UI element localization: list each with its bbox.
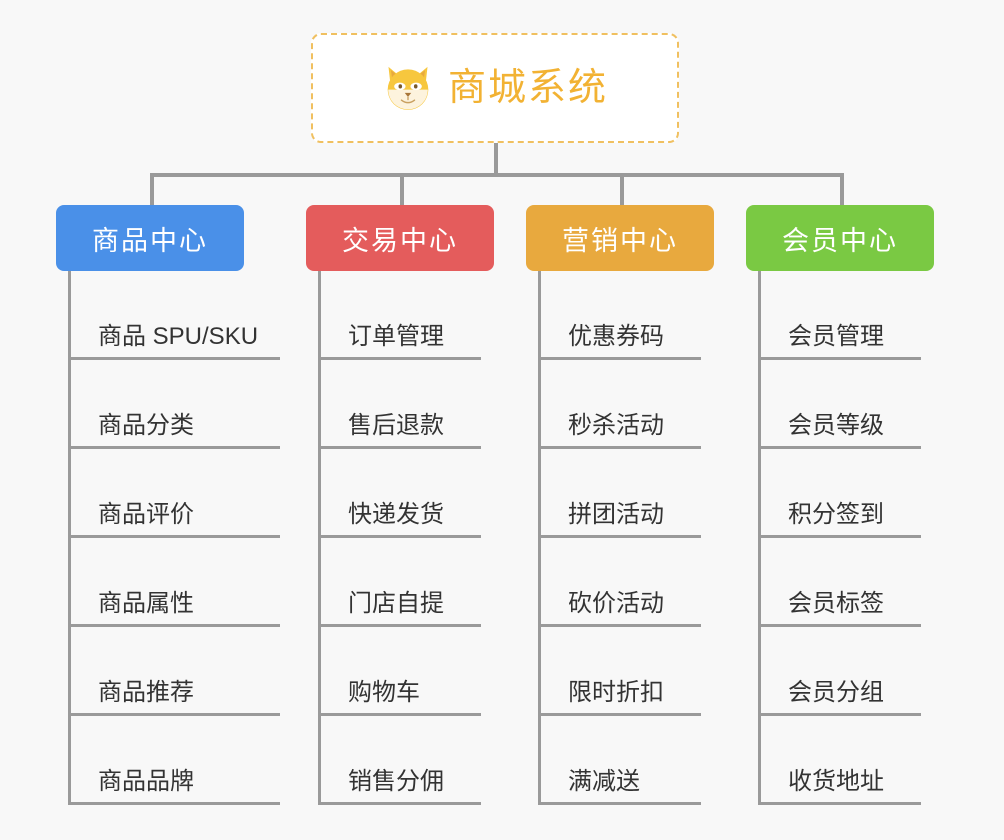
column-header[interactable]: 交易中心	[306, 205, 494, 271]
leaf-item-rule	[538, 446, 701, 449]
leaf-item[interactable]: 砍价活动	[526, 538, 714, 627]
leaf-item[interactable]: 积分签到	[746, 449, 934, 538]
leaf-item[interactable]: 满减送	[526, 716, 714, 805]
leaf-item-rule	[538, 357, 701, 360]
column-4: 会员中心会员管理会员等级积分签到会员标签会员分组收货地址	[746, 205, 934, 805]
leaf-item-label: 积分签到	[788, 500, 884, 528]
connector-drop-3	[620, 173, 624, 207]
leaf-item-rule	[68, 446, 280, 449]
leaf-item-label: 商品推荐	[98, 678, 194, 706]
leaf-item-rule	[68, 535, 280, 538]
leaf-item-rule	[318, 802, 481, 805]
column-1: 商品中心商品 SPU/SKU 商品分类商品评价商品属性商品推荐商品品牌	[56, 205, 280, 805]
leaf-item[interactable]: 售后退款	[306, 360, 494, 449]
leaf-item-label: 购物车	[348, 678, 420, 706]
leaf-list: 优惠券码秒杀活动拼团活动砍价活动限时折扣满减送	[526, 271, 714, 805]
leaf-item[interactable]: 会员分组	[746, 627, 934, 716]
leaf-item-rule	[538, 535, 701, 538]
leaf-item-label: 快递发货	[348, 500, 444, 528]
leaf-item-label: 商品评价	[98, 500, 194, 528]
leaf-item-label: 商品分类	[98, 411, 194, 439]
leaf-item[interactable]: 门店自提	[306, 538, 494, 627]
leaf-item-rule	[758, 535, 921, 538]
column-spine	[758, 271, 761, 805]
leaf-item[interactable]: 商品品牌	[56, 716, 280, 805]
shiba-dog-icon	[387, 66, 429, 110]
leaf-item-label: 商品属性	[98, 589, 194, 617]
leaf-item-rule	[538, 624, 701, 627]
connector-bus	[150, 173, 840, 177]
leaf-item[interactable]: 秒杀活动	[526, 360, 714, 449]
column-header[interactable]: 营销中心	[526, 205, 714, 271]
leaf-item[interactable]: 限时折扣	[526, 627, 714, 716]
column-header[interactable]: 商品中心	[56, 205, 244, 271]
leaf-item-label: 商品 SPU/SKU	[98, 322, 259, 350]
leaf-item[interactable]: 快递发货	[306, 449, 494, 538]
leaf-item-label: 会员标签	[788, 589, 884, 617]
leaf-item-rule	[68, 802, 280, 805]
leaf-item-rule	[68, 713, 280, 716]
leaf-item[interactable]: 销售分佣	[306, 716, 494, 805]
leaf-item-label: 拼团活动	[568, 500, 664, 528]
leaf-item-rule	[758, 713, 921, 716]
leaf-item-rule	[758, 624, 921, 627]
connector-drop-4	[840, 173, 844, 207]
leaf-item-label: 商品品牌	[98, 767, 194, 795]
leaf-item-rule	[758, 802, 921, 805]
leaf-item-rule	[68, 624, 280, 627]
leaf-item-rule	[538, 802, 701, 805]
column-header[interactable]: 会员中心	[746, 205, 934, 271]
leaf-item-label: 秒杀活动	[568, 411, 664, 439]
leaf-item[interactable]: 收货地址	[746, 716, 934, 805]
leaf-item-rule	[318, 357, 481, 360]
leaf-item-rule	[318, 535, 481, 538]
leaf-item-label: 收货地址	[788, 767, 884, 795]
root-node[interactable]: 商城系统	[311, 33, 679, 143]
leaf-list: 订单管理售后退款快递发货门店自提购物车销售分佣	[306, 271, 494, 805]
column-spine	[318, 271, 321, 805]
column-spine	[538, 271, 541, 805]
leaf-item-rule	[758, 357, 921, 360]
leaf-item[interactable]: 商品评价	[56, 449, 280, 538]
connector-stem	[494, 143, 498, 175]
leaf-item-rule	[318, 624, 481, 627]
leaf-item-label: 销售分佣	[348, 767, 444, 795]
leaf-item-label: 优惠券码	[568, 322, 664, 350]
leaf-item-rule	[318, 713, 481, 716]
leaf-item[interactable]: 商品推荐	[56, 627, 280, 716]
connector-drop-2	[400, 173, 404, 207]
leaf-item-label: 限时折扣	[568, 678, 664, 706]
leaf-list: 会员管理会员等级积分签到会员标签会员分组收货地址	[746, 271, 934, 805]
leaf-item-label: 砍价活动	[568, 589, 664, 617]
leaf-item-rule	[318, 446, 481, 449]
leaf-item[interactable]: 拼团活动	[526, 449, 714, 538]
leaf-item-label: 会员分组	[788, 678, 884, 706]
leaf-item-rule	[68, 357, 280, 360]
column-spine	[68, 271, 71, 805]
leaf-item-label: 售后退款	[348, 411, 444, 439]
leaf-item[interactable]: 商品 SPU/SKU	[56, 271, 280, 360]
leaf-item[interactable]: 订单管理	[306, 271, 494, 360]
leaf-item[interactable]: 商品属性	[56, 538, 280, 627]
leaf-item-label: 满减送	[568, 767, 640, 795]
leaf-item[interactable]: 会员标签	[746, 538, 934, 627]
leaf-item[interactable]: 购物车	[306, 627, 494, 716]
leaf-item-rule	[538, 713, 701, 716]
column-2: 交易中心订单管理售后退款快递发货门店自提购物车销售分佣	[306, 205, 494, 805]
column-3: 营销中心优惠券码秒杀活动拼团活动砍价活动限时折扣满减送	[526, 205, 714, 805]
leaf-item-label: 会员等级	[788, 411, 884, 439]
leaf-item[interactable]: 商品分类	[56, 360, 280, 449]
leaf-item-label: 门店自提	[348, 589, 444, 617]
leaf-item-rule	[758, 446, 921, 449]
root-title: 商城系统	[447, 67, 608, 109]
leaf-list: 商品 SPU/SKU 商品分类商品评价商品属性商品推荐商品品牌	[56, 271, 280, 805]
leaf-item-label: 订单管理	[348, 322, 444, 350]
leaf-item[interactable]: 优惠券码	[526, 271, 714, 360]
leaf-item[interactable]: 会员等级	[746, 360, 934, 449]
connector-drop-1	[150, 173, 154, 207]
leaf-item-label: 会员管理	[788, 322, 884, 350]
leaf-item[interactable]: 会员管理	[746, 271, 934, 360]
